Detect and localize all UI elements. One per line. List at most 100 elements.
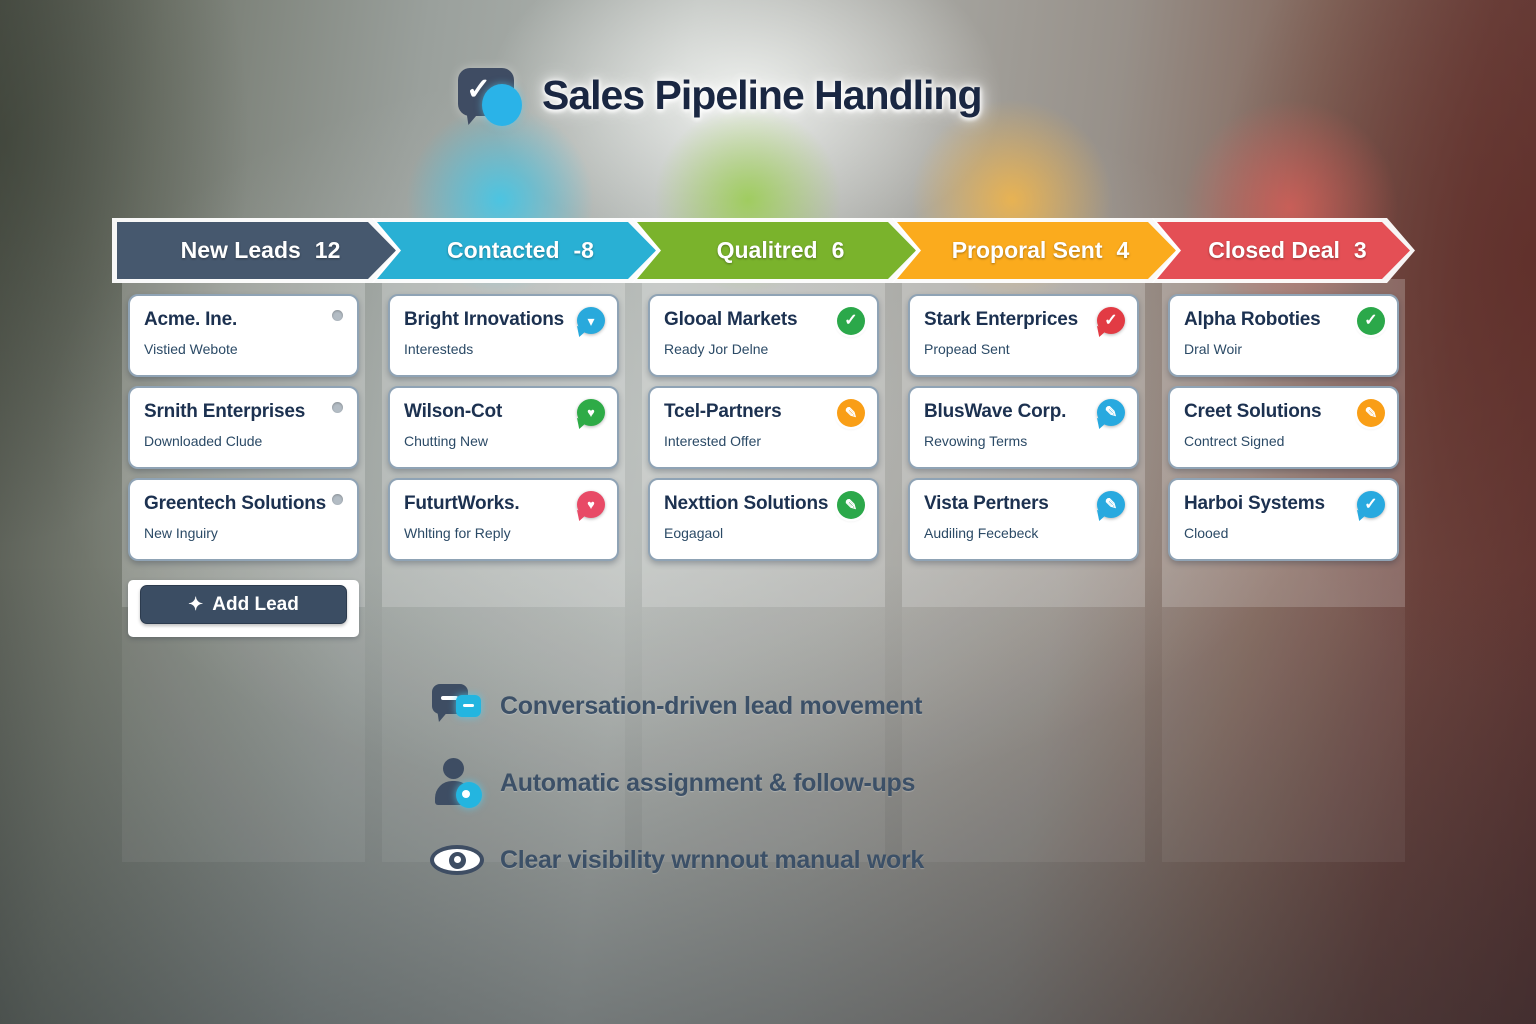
feature-item: Conversation-driven lead movement	[430, 681, 924, 731]
lead-card[interactable]: Tcel-Partners Interested Offer ✎	[648, 386, 879, 469]
stage-header-proposal-sent[interactable]: Proporal Sent 4	[897, 222, 1176, 279]
lead-card[interactable]: BlusWave Corp. Revowing Terms ✎	[908, 386, 1139, 469]
lead-status: Ready Jor Delne	[664, 341, 769, 357]
stage-count: 3	[1353, 237, 1367, 263]
pencil-circle-icon: ✎	[837, 399, 865, 427]
stage-column-contacted: Contacted -8 Bright Irnovations Intereste…	[377, 222, 630, 862]
lead-card[interactable]: Alpha Roboties Dral Woir ✓	[1168, 294, 1399, 377]
lead-status: Clooed	[1184, 525, 1229, 541]
lead-status: Whlting for Reply	[404, 525, 511, 541]
lead-card[interactable]: Srnith Enterprises Downloaded Clude	[128, 386, 359, 469]
stage-header-new-leads[interactable]: New Leads 12	[117, 222, 396, 279]
stage-column-new-leads: New Leads 12 Acme. Ine. Vistied Webote Sr…	[117, 222, 370, 862]
lead-status: Dral Woir	[1184, 341, 1243, 357]
add-lead-label: Add Lead	[212, 593, 299, 615]
stage-label: Closed Deal	[1208, 237, 1340, 263]
lead-card[interactable]: Glooal Markets Ready Jor Delne ✓	[648, 294, 879, 377]
lead-status: Interesteds	[404, 341, 474, 357]
feature-text: Conversation-driven lead movement	[500, 691, 923, 720]
lead-name: Harboi Systems	[1184, 493, 1325, 514]
chat-check-logo-icon: ✓	[458, 64, 522, 126]
lead-status: Downloaded Clude	[144, 433, 263, 449]
stage-arrow	[1157, 222, 1410, 279]
pipeline-board: New Leads 12 Acme. Ine. Vistied Webote Sr…	[117, 222, 1417, 862]
person-badge-icon	[430, 758, 484, 808]
lead-name: Bright Irnovations	[404, 309, 565, 330]
stage-label: New Leads	[180, 237, 301, 263]
lead-card[interactable]: Wilson-Cot Chutting New ♥	[388, 386, 619, 469]
stage-arrow	[377, 222, 656, 279]
lead-card[interactable]: FuturtWorks. Whlting for Reply ♥	[388, 478, 619, 561]
add-lead-button[interactable]: ✦ Add Lead	[140, 585, 347, 624]
stage-header-qualified[interactable]: Qualitred 6	[637, 222, 916, 279]
chat-pencil-icon: ✎	[1097, 399, 1125, 426]
check-circle-icon: ✓	[1357, 307, 1385, 335]
stage-count: 4	[1116, 237, 1130, 263]
chat-caret-icon: ▾	[577, 307, 605, 334]
lead-status: Audiling Fecebeck	[924, 525, 1039, 541]
stage-arrow	[897, 222, 1176, 279]
lead-name: Creet Solutions	[1184, 401, 1322, 422]
lead-card[interactable]: Acme. Ine. Vistied Webote	[128, 294, 359, 377]
chat-heart-icon: ♥	[577, 491, 605, 518]
stage-count: 12	[314, 237, 341, 263]
stage-label: Contacted	[447, 237, 560, 263]
lead-dot-icon	[332, 310, 343, 321]
lead-name: Acme. Ine.	[144, 309, 238, 330]
lead-name: Tcel-Partners	[664, 401, 782, 422]
lead-card[interactable]: Greentech Solutions New Inguiry	[128, 478, 359, 561]
lead-name: Wilson-Cot	[404, 401, 503, 422]
stage-count: 6	[831, 237, 845, 263]
lead-name: Vista Pertners	[924, 493, 1049, 514]
lead-name: FuturtWorks.	[404, 493, 520, 514]
app-header: ✓ Sales Pipeline Handling	[458, 64, 983, 126]
feature-text: Clear visibility wrnnout manual work	[500, 845, 925, 874]
lead-dot-icon	[332, 494, 343, 505]
stage-label: Proporal Sent	[951, 237, 1103, 263]
stage-column-qualified: Qualitred 6 Glooal Markets Ready Jor Deln…	[637, 222, 890, 862]
lead-status: New Inguiry	[144, 525, 218, 541]
blue-dot-icon	[482, 84, 522, 126]
lead-status: Vistied Webote	[144, 341, 238, 357]
chat-check-icon: ✓	[1357, 491, 1385, 518]
sparkle-plus-icon: ✦	[188, 594, 204, 614]
check-circle-icon: ✓	[837, 307, 865, 335]
chat-check-icon: ✓	[1097, 307, 1125, 334]
stage-count: -8	[573, 237, 594, 263]
lead-status: Propead Sent	[924, 341, 1010, 357]
chat-pencil-icon: ✎	[1097, 491, 1125, 518]
pencil-circle-icon: ✎	[1357, 399, 1385, 427]
lead-name: Greentech Solutions	[144, 493, 327, 514]
feature-list: Conversation-driven lead movement Automa…	[430, 681, 924, 885]
lead-card[interactable]: Nexttion Solutions Eogagaol ✎	[648, 478, 879, 561]
add-lead-panel: ✦ Add Lead	[128, 580, 359, 637]
chat-heart-icon: ♥	[577, 399, 605, 426]
feature-text: Automatic assignment & follow-ups	[500, 768, 916, 797]
lead-dot-icon	[332, 402, 343, 413]
stage-header-closed-deal[interactable]: Closed Deal 3	[1157, 222, 1410, 279]
stage-header-contacted[interactable]: Contacted -8	[377, 222, 656, 279]
lead-card[interactable]: Creet Solutions Contrect Signed ✎	[1168, 386, 1399, 469]
stage-label: Qualitred	[716, 237, 818, 263]
lead-status: Contrect Signed	[1184, 433, 1285, 449]
lead-card[interactable]: Bright Irnovations Interesteds ▾	[388, 294, 619, 377]
lead-name: Srnith Enterprises	[144, 401, 306, 422]
lead-status: Eogagaol	[664, 525, 724, 541]
feature-item: Clear visibility wrnnout manual work	[430, 835, 924, 885]
lead-card[interactable]: Harboi Systems Clooed ✓	[1168, 478, 1399, 561]
lead-name: Nexttion Solutions	[664, 493, 829, 514]
lead-card[interactable]: Vista Pertners Audiling Fecebeck ✎	[908, 478, 1139, 561]
stage-column-proposal-sent: Proporal Sent 4 Stark Enterprices Propead…	[897, 222, 1150, 862]
eye-icon	[430, 835, 484, 885]
lead-name: Glooal Markets	[664, 309, 798, 330]
stage-arrow	[117, 222, 396, 279]
lead-name: Alpha Roboties	[1184, 309, 1321, 330]
feature-item: Automatic assignment & follow-ups	[430, 758, 924, 808]
lead-card[interactable]: Stark Enterprices Propead Sent ✓	[908, 294, 1139, 377]
lead-status: Chutting New	[404, 433, 489, 449]
lead-status: Interested Offer	[664, 433, 762, 449]
lead-status: Revowing Terms	[924, 433, 1028, 449]
page-title: Sales Pipeline Handling	[542, 71, 983, 118]
pencil-circle-icon: ✎	[837, 491, 865, 519]
